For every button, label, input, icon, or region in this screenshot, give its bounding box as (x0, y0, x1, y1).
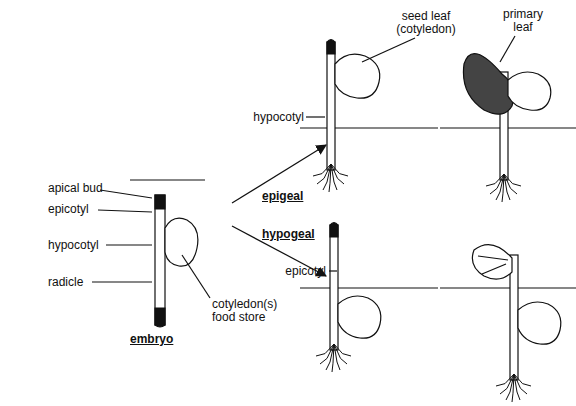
leaf-vein (478, 256, 508, 274)
part-label: seed leaf (cotyledon) (390, 10, 462, 36)
leader-line (92, 281, 152, 282)
part-label: epicotyl (48, 203, 89, 216)
radicle (155, 308, 165, 327)
root (514, 374, 531, 386)
root (512, 374, 514, 402)
part-label: apical bud (48, 182, 103, 195)
apical-bud (327, 40, 335, 55)
leader-line (98, 210, 152, 212)
leader-line (306, 116, 325, 117)
root (313, 164, 331, 176)
root (504, 174, 521, 186)
primary-leaf (472, 245, 512, 280)
part-label: radicle (48, 276, 83, 289)
section-heading: embryo (130, 333, 173, 346)
embryo-stem (155, 195, 165, 325)
leader-line (182, 255, 210, 298)
part-label: hypocotyl (250, 111, 304, 124)
arrow (232, 145, 326, 203)
cotyledon (165, 218, 198, 266)
root (331, 164, 348, 176)
leader-line (106, 244, 152, 245)
leader-line (329, 270, 337, 271)
apical-bud (330, 223, 338, 238)
cotyledon (335, 54, 380, 98)
cotyledon (338, 296, 381, 338)
leader-line (500, 36, 515, 62)
root (332, 344, 334, 372)
stem (330, 225, 338, 350)
root (334, 344, 351, 356)
root (502, 174, 504, 202)
section-heading: hypogeal (262, 228, 315, 241)
primary-leaf (463, 54, 513, 115)
cotyledon (508, 72, 551, 110)
stem (510, 255, 518, 380)
soil-line (300, 127, 438, 128)
root (486, 174, 504, 186)
cotyledon (518, 302, 561, 344)
soil-line (440, 287, 576, 288)
stem (327, 42, 335, 170)
leader-line (362, 38, 415, 62)
part-label: epicotyl (270, 265, 326, 278)
root (496, 374, 514, 386)
part-label: hypocotyl (48, 239, 99, 252)
soil-line (130, 179, 205, 180)
apical-bud (155, 195, 165, 209)
section-heading: epigeal (262, 190, 303, 203)
part-label: cotyledon(s) food store (212, 298, 294, 324)
part-label: primary leaf (498, 8, 548, 34)
root (316, 344, 334, 356)
root (329, 164, 331, 192)
soil-line (300, 287, 438, 288)
leader-line (100, 190, 152, 198)
